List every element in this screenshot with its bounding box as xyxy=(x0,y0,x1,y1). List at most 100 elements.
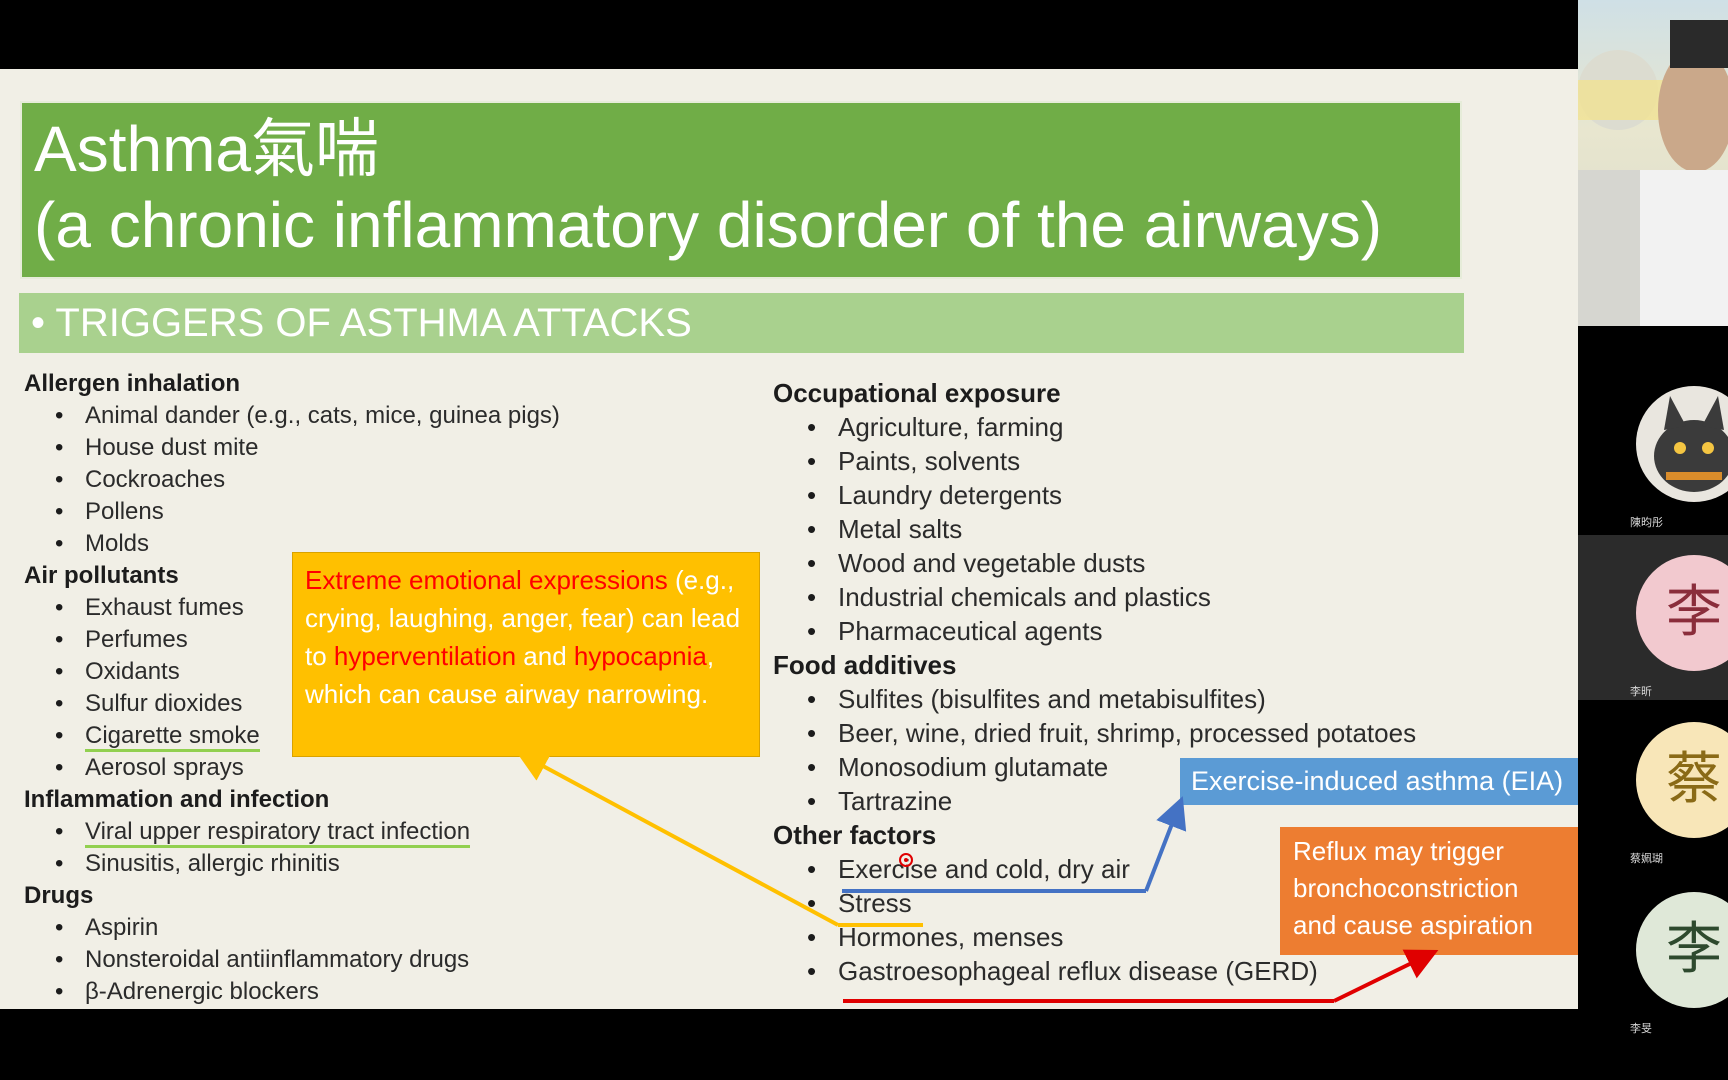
trigger-item-text: Tartrazine xyxy=(838,786,953,816)
trigger-item: Pharmaceutical agents xyxy=(773,614,1416,648)
trigger-item: Paints, solvents xyxy=(773,444,1416,478)
category-heading: Drugs xyxy=(24,882,94,909)
callout-emotion-text: (e.g., crying, laughing, anger, fear) ca… xyxy=(305,565,741,671)
trigger-item-text: Wood and vegetable dusts xyxy=(838,548,1146,578)
callout-emotion-highlight: Extreme emotional expressions xyxy=(305,565,668,595)
trigger-item-text: Cigarette smoke xyxy=(85,722,260,752)
trigger-item-text: Aspirin xyxy=(85,914,159,941)
webcam-video[interactable] xyxy=(1578,0,1728,326)
trigger-item-text: Sulfites (bisulfites and metabisulfites) xyxy=(838,684,1266,714)
trigger-item-text: Laundry detergents xyxy=(838,480,1063,510)
trigger-item: β-Adrenergic blockers xyxy=(24,976,560,1008)
trigger-item: Cockroaches xyxy=(24,464,560,496)
trigger-item-text: Exhaust fumes xyxy=(85,594,244,621)
slide-subtitle: • TRIGGERS OF ASTHMA ATTACKS xyxy=(19,293,1464,353)
emotion-callout: Extreme emotional expressions (e.g., cry… xyxy=(292,552,760,757)
participant-tile-4[interactable]: 李 李旻 xyxy=(1578,880,1728,1045)
presentation-slide: Asthma氣喘 (a chronic inflammatory disorde… xyxy=(0,69,1578,1009)
trigger-item: Laundry detergents xyxy=(773,478,1416,512)
trigger-item-text: Animal dander (e.g., cats, mice, guinea … xyxy=(85,402,560,429)
trigger-item-text: Stress xyxy=(838,888,912,918)
trigger-item: Animal dander (e.g., cats, mice, guinea … xyxy=(24,400,560,432)
trigger-item: Industrial chemicals and plastics xyxy=(773,580,1416,614)
category-heading: Air pollutants xyxy=(24,562,179,589)
participant-name-2: 李昕 xyxy=(1630,686,1652,698)
participant-tile-2[interactable]: 李 李昕 xyxy=(1578,535,1728,700)
trigger-item-text: Nonsteroidal antiinflammatory drugs xyxy=(85,946,470,973)
trigger-item-text: Perfumes xyxy=(85,626,188,653)
trigger-list: Sulfites (bisulfites and metabisulfites)… xyxy=(773,682,1416,818)
trigger-item-text: Viral upper respiratory tract infection xyxy=(85,818,471,848)
trigger-list: Animal dander (e.g., cats, mice, guinea … xyxy=(24,400,560,560)
trigger-item: Hormones, menses xyxy=(773,920,1416,954)
trigger-list: Agriculture, farmingPaints, solventsLaun… xyxy=(773,410,1416,648)
trigger-item-text: Exercise and cold, dry air xyxy=(838,854,1130,884)
participant-tile-1[interactable]: 陳昀彤 xyxy=(1578,376,1728,541)
trigger-item-text: Molds xyxy=(85,530,150,557)
trigger-item-text: Industrial chemicals and plastics xyxy=(838,582,1211,612)
trigger-item-text: Metal salts xyxy=(838,514,963,544)
trigger-item-text: Oxidants xyxy=(85,658,180,685)
trigger-item: Perfumes xyxy=(24,624,560,656)
trigger-item: Aspirin xyxy=(24,912,560,944)
trigger-item: Molds xyxy=(24,528,560,560)
webcam-feed xyxy=(1578,20,1728,326)
trigger-item: Sulfites (bisulfites and metabisulfites) xyxy=(773,682,1416,716)
trigger-item-text: Sulfur dioxides xyxy=(85,690,243,717)
trigger-list: AspirinNonsteroidal antiinflammatory dru… xyxy=(24,912,560,1008)
trigger-item-text: Sinusitis, allergic rhinitis xyxy=(85,850,340,877)
trigger-item: Cigarette smoke xyxy=(24,720,560,752)
trigger-list: Exhaust fumesPerfumesOxidantsSulfur diox… xyxy=(24,592,560,784)
participant-name-1: 陳昀彤 xyxy=(1630,517,1663,529)
trigger-item: Oxidants xyxy=(24,656,560,688)
reflux-callout: Reflux may trigger bronchoconstriction a… xyxy=(1280,827,1578,955)
trigger-item-text: Hormones, menses xyxy=(838,922,1064,952)
category-heading: Allergen inhalation xyxy=(24,370,241,397)
trigger-item: Exercise and cold, dry air xyxy=(773,852,1416,886)
callout-hyperventilation: hyperventilation xyxy=(333,641,517,671)
trigger-item-text: House dust mite xyxy=(85,434,259,461)
trigger-item: Nonsteroidal antiinflammatory drugs xyxy=(24,944,560,976)
trigger-item: Sinusitis, allergic rhinitis xyxy=(24,848,560,880)
trigger-item: Wood and vegetable dusts xyxy=(773,546,1416,580)
participant-avatar-2: 李 xyxy=(1636,555,1728,671)
trigger-list: Exercise and cold, dry airStressHormones… xyxy=(773,852,1416,988)
title-line-2: (a chronic inflammatory disorder of the … xyxy=(34,189,1383,261)
left-trigger-column: Allergen inhalationAnimal dander (e.g., … xyxy=(24,368,560,1008)
callout-and: and xyxy=(516,641,574,671)
category-heading: Food additives xyxy=(773,650,957,680)
trigger-list: Viral upper respiratory tract infectionS… xyxy=(24,816,560,880)
category-heading: Inflammation and infection xyxy=(24,786,330,813)
right-trigger-column: Occupational exposureAgriculture, farmin… xyxy=(773,376,1416,988)
trigger-item-text: β-Adrenergic blockers xyxy=(85,978,319,1005)
trigger-item-text: Agriculture, farming xyxy=(838,412,1064,442)
trigger-item-text: Paints, solvents xyxy=(838,446,1021,476)
trigger-item: Metal salts xyxy=(773,512,1416,546)
trigger-item: Beer, wine, dried fruit, shrimp, process… xyxy=(773,716,1416,750)
callout-narrowing: , which can cause airway narrowing. xyxy=(305,641,715,709)
trigger-item: Viral upper respiratory tract infection xyxy=(24,816,560,848)
category-heading: Occupational exposure xyxy=(773,378,1061,408)
trigger-item: Sulfur dioxides xyxy=(24,688,560,720)
trigger-item: Gastroesophageal reflux disease (GERD) xyxy=(773,954,1416,988)
trigger-item-text: Pollens xyxy=(85,498,164,525)
trigger-item-text: Monosodium glutamate xyxy=(838,752,1109,782)
trigger-item: Aerosol sprays xyxy=(24,752,560,784)
trigger-item-text: Gastroesophageal reflux disease (GERD) xyxy=(838,956,1318,986)
eia-callout: Exercise-induced asthma (EIA) xyxy=(1180,758,1578,805)
trigger-item: Agriculture, farming xyxy=(773,410,1416,444)
trigger-item: House dust mite xyxy=(24,432,560,464)
callout-hypocapnia: hypocapnia xyxy=(573,641,707,671)
title-line-1: Asthma氣喘 xyxy=(34,113,379,185)
trigger-item: Exhaust fumes xyxy=(24,592,560,624)
participant-name-4: 李旻 xyxy=(1630,1023,1652,1035)
participant-name-3: 蔡姵瑚 xyxy=(1630,853,1663,865)
cartoon-animal-icon xyxy=(1636,386,1728,502)
trigger-item-text: Pharmaceutical agents xyxy=(838,616,1103,646)
trigger-item: Pollens xyxy=(24,496,560,528)
participant-tile-3[interactable]: 蔡 蔡姵瑚 xyxy=(1578,710,1728,875)
trigger-item-text: Beer, wine, dried fruit, shrimp, process… xyxy=(838,718,1417,748)
participant-avatar-4: 李 xyxy=(1636,892,1728,1008)
trigger-item-text: Aerosol sprays xyxy=(85,754,244,781)
participant-avatar-3: 蔡 xyxy=(1636,722,1728,838)
